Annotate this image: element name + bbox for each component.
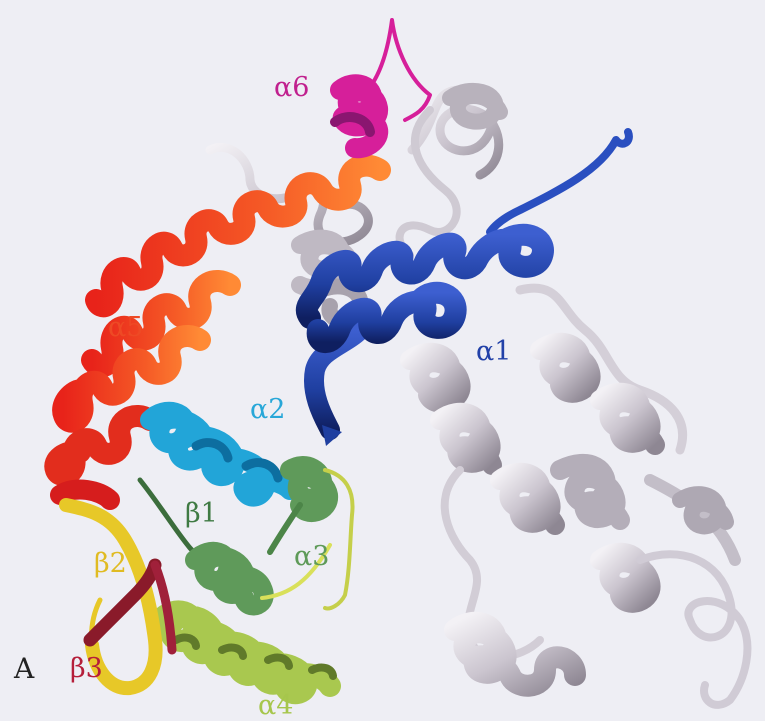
grey-center-helix — [500, 473, 555, 525]
label-beta3: β3 — [70, 653, 103, 684]
grey-right-helix-2 — [600, 393, 655, 445]
grey-bottom-helix — [455, 623, 575, 686]
label-alpha3: α3 — [294, 541, 329, 572]
panel-label: A — [13, 652, 35, 685]
grey-body-helix-2 — [440, 413, 492, 465]
label-alpha6: α6 — [274, 72, 309, 103]
grey-right-helix-1 — [540, 343, 591, 393]
label-alpha1: α1 — [476, 336, 511, 367]
label-alpha2: α2 — [250, 394, 285, 425]
alpha3-coil — [195, 552, 264, 606]
alpha1-coil-low — [318, 293, 456, 342]
grey-far-right-helix — [680, 494, 726, 526]
alpha3-upper — [290, 466, 328, 512]
label-beta2: β2 — [94, 548, 127, 579]
grey-lower-helix — [560, 464, 620, 520]
label-alpha4: α4 — [258, 690, 293, 721]
label-alpha5: α5 — [108, 312, 143, 343]
alpha4-helix — [160, 611, 333, 693]
alpha1-tail — [490, 132, 629, 232]
label-beta1: β1 — [185, 498, 218, 529]
grey-body-helix-1 — [410, 353, 461, 403]
